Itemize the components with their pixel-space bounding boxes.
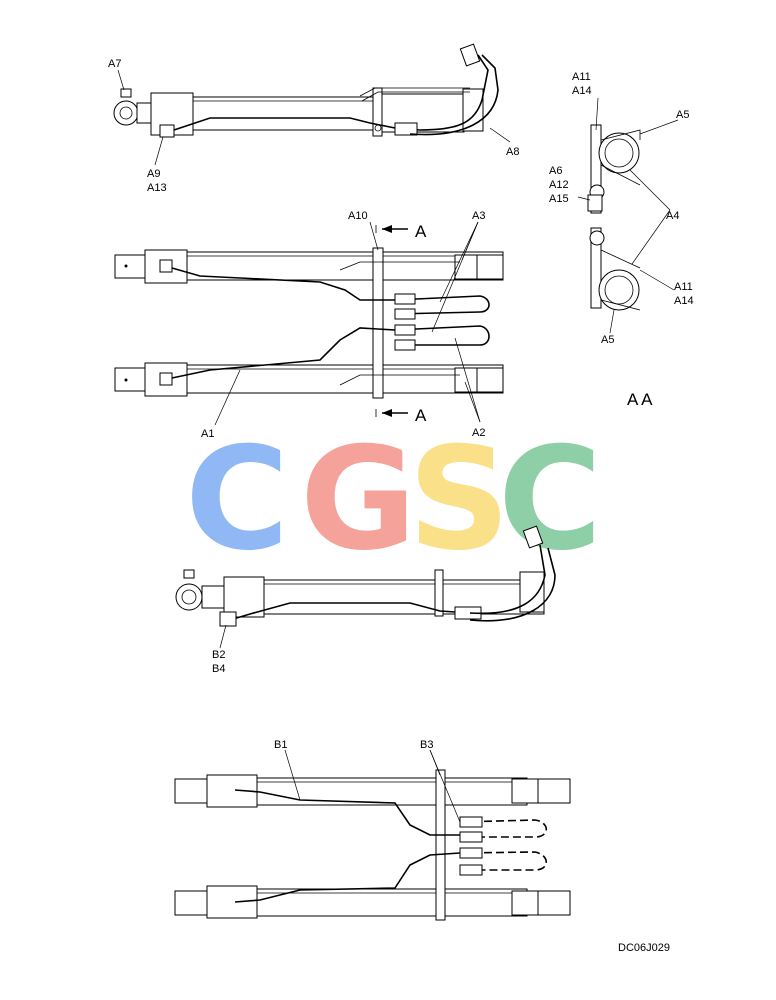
label-aa-a6: A6: [549, 165, 562, 177]
hose-b1: [234, 789, 460, 836]
label-aa-a4: A4: [666, 210, 679, 222]
cylinder-b-barrel: [263, 579, 545, 615]
cgsc-watermark: C G S C: [185, 417, 602, 582]
label-a10: A10: [348, 210, 368, 222]
label-b2: B2: [212, 649, 225, 661]
label-aa-a12: A12: [549, 179, 569, 191]
rod-eye: [113, 100, 139, 126]
label-a2: A2: [472, 427, 485, 439]
clamp-bracket-b3: [435, 769, 446, 921]
label-a7: A7: [108, 58, 121, 70]
section-label-top: A: [415, 222, 427, 241]
clamp-bracket-a10: [372, 247, 384, 399]
section-arrow-top: [375, 225, 408, 233]
watermark-letter-s: S: [408, 417, 510, 582]
label-a9: A9: [147, 168, 160, 180]
section-aa-view: [587, 124, 641, 311]
label-b1: B1: [274, 739, 287, 751]
cylinder-side-view-a: [113, 43, 499, 138]
section-label-bottom: A: [415, 406, 427, 425]
label-aa-a14-bottom: A14: [674, 295, 694, 307]
label-a13: A13: [147, 182, 167, 194]
watermark-letter-g: G: [300, 417, 417, 582]
callout-labels: A7 A9 A13 A8 A10 A3 A1 A2 A A A11 A14 A5…: [108, 58, 694, 954]
drawing-code: DC06J029: [618, 942, 670, 954]
grease-nipple-a7: [120, 88, 132, 98]
leader-lines: [117, 69, 679, 823]
label-b4: B4: [212, 663, 225, 675]
section-arrow-bottom: [375, 409, 408, 417]
cylinder-side-view-b: [175, 525, 556, 627]
upper-cylinder-barrel: [186, 251, 504, 281]
cylinders-top-view-a: [114, 225, 504, 417]
label-b3: B3: [420, 739, 433, 751]
label-a3: A3: [472, 210, 485, 222]
label-aa-a5-bottom: A5: [601, 334, 614, 346]
label-aa-a15: A15: [549, 193, 569, 205]
hose-a1: [171, 327, 396, 379]
cylinders-top-view-b: [174, 769, 571, 921]
hose-a8: [419, 54, 489, 131]
label-aa-a11-bottom: A11: [674, 281, 693, 293]
label-aa-a11-top: A11: [572, 71, 591, 83]
label-aa-a14-top: A14: [572, 85, 592, 97]
rod-eye-b: [175, 583, 203, 611]
lower-cylinder-barrel: [186, 364, 504, 394]
lower-cylinder-b-barrel: [256, 888, 528, 917]
watermark-letter-c1: C: [185, 417, 289, 582]
label-a8: A8: [506, 146, 519, 158]
section-view-title: A A: [627, 390, 653, 409]
label-a1: A1: [201, 428, 214, 440]
fitting-a9: [159, 124, 175, 138]
label-aa-a5-top: A5: [676, 109, 689, 121]
